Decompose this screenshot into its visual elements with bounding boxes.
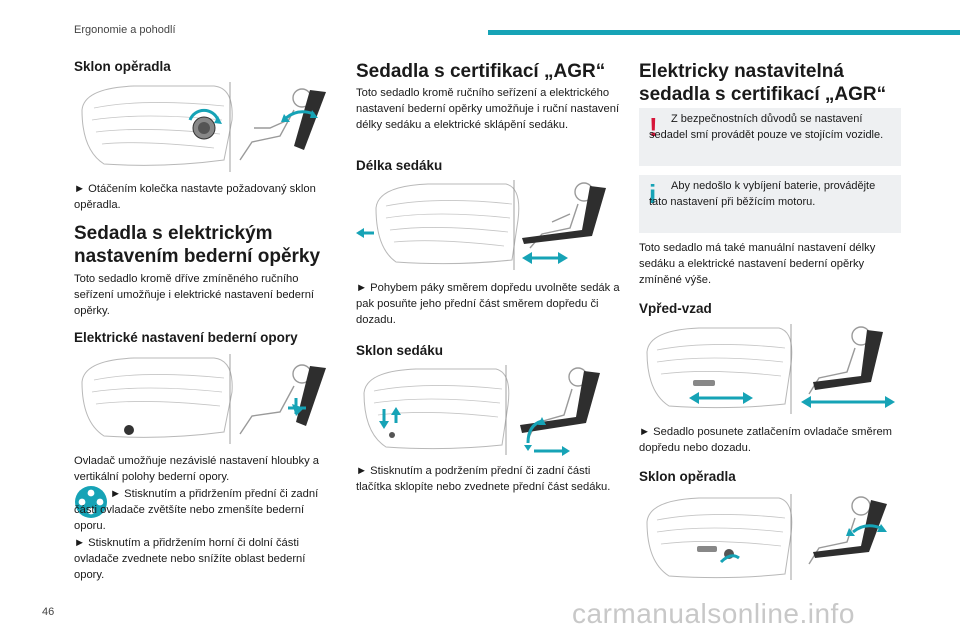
illustration-recline-wheel <box>74 80 334 175</box>
text-manual: Toto sedadlo má také manuální nastavení … <box>639 242 876 287</box>
heading-tilt: Sklon sedáku <box>356 343 444 358</box>
info-text: Aby nedošlo k vybíjení baterie, prováděj… <box>649 180 876 208</box>
illustration-seat-length <box>356 178 616 273</box>
heading-lumbar-line2: nastavením bederní opěrky <box>74 246 321 267</box>
heading-recline-electric: Sklon opěradla <box>639 469 736 484</box>
warning-text: Z bezpečnostních důvodů se nastavení sed… <box>649 113 884 141</box>
header-accent-bar <box>488 30 960 35</box>
heading-recline: Sklon opěradla <box>74 59 171 74</box>
text-control-2: ► Stisknutím a přidržením přední či zadn… <box>74 488 319 533</box>
illustration-forward-back <box>639 322 901 417</box>
warning-note: ! Z bezpečnostních důvodů se nastavení s… <box>639 108 901 166</box>
illustration-recline-electric <box>639 492 901 582</box>
illustration-seat-tilt <box>356 363 616 458</box>
heading-forward-back: Vpřed-vzad <box>639 301 712 316</box>
text-recline: ► Otáčením kolečka nastavte požadovaný s… <box>74 183 316 212</box>
heading-electric-agr-line1: Elektricky nastavitelná <box>639 61 844 82</box>
text-control-3: ► Stisknutím a přidržením horní či dolní… <box>74 537 306 582</box>
heading-length: Délka sedáku <box>356 158 443 173</box>
illustration-lumbar-control <box>74 352 334 447</box>
heading-electric-lumbar: Elektrické nastavení bederní opory <box>74 330 298 345</box>
heading-electric-agr-line2: sedadla s certifikací „AGR“ <box>639 84 887 105</box>
lumbar-switch-icon <box>74 485 108 519</box>
text-control-1: Ovladač umožňuje nezávislé nastavení hlo… <box>74 455 320 484</box>
running-header: Ergonomie a pohodlí <box>74 24 176 36</box>
page-number: 46 <box>42 606 55 618</box>
text-lumbar: Toto sedadlo kromě dříve zmíněného ruční… <box>74 273 315 318</box>
text-agr: Toto sedadlo kromě ručního seřízení a el… <box>356 87 620 132</box>
watermark: carmanualsonline.info <box>572 598 855 629</box>
info-note: i Aby nedošlo k vybíjení baterie, provád… <box>639 175 901 233</box>
text-tilt: ► Stisknutím a podržením přední či zadní… <box>356 465 611 494</box>
heading-lumbar-line1: Sedadla s elektrickým <box>74 223 273 244</box>
info-icon: i <box>649 179 657 209</box>
text-length: ► Pohybem páky směrem dopředu uvolněte s… <box>356 282 620 327</box>
text-forward-back: ► Sedadlo posunete zatlačením ovladače s… <box>639 426 892 455</box>
heading-agr: Sedadla s certifikací „AGR“ <box>356 61 606 82</box>
warning-icon: ! <box>649 112 658 142</box>
